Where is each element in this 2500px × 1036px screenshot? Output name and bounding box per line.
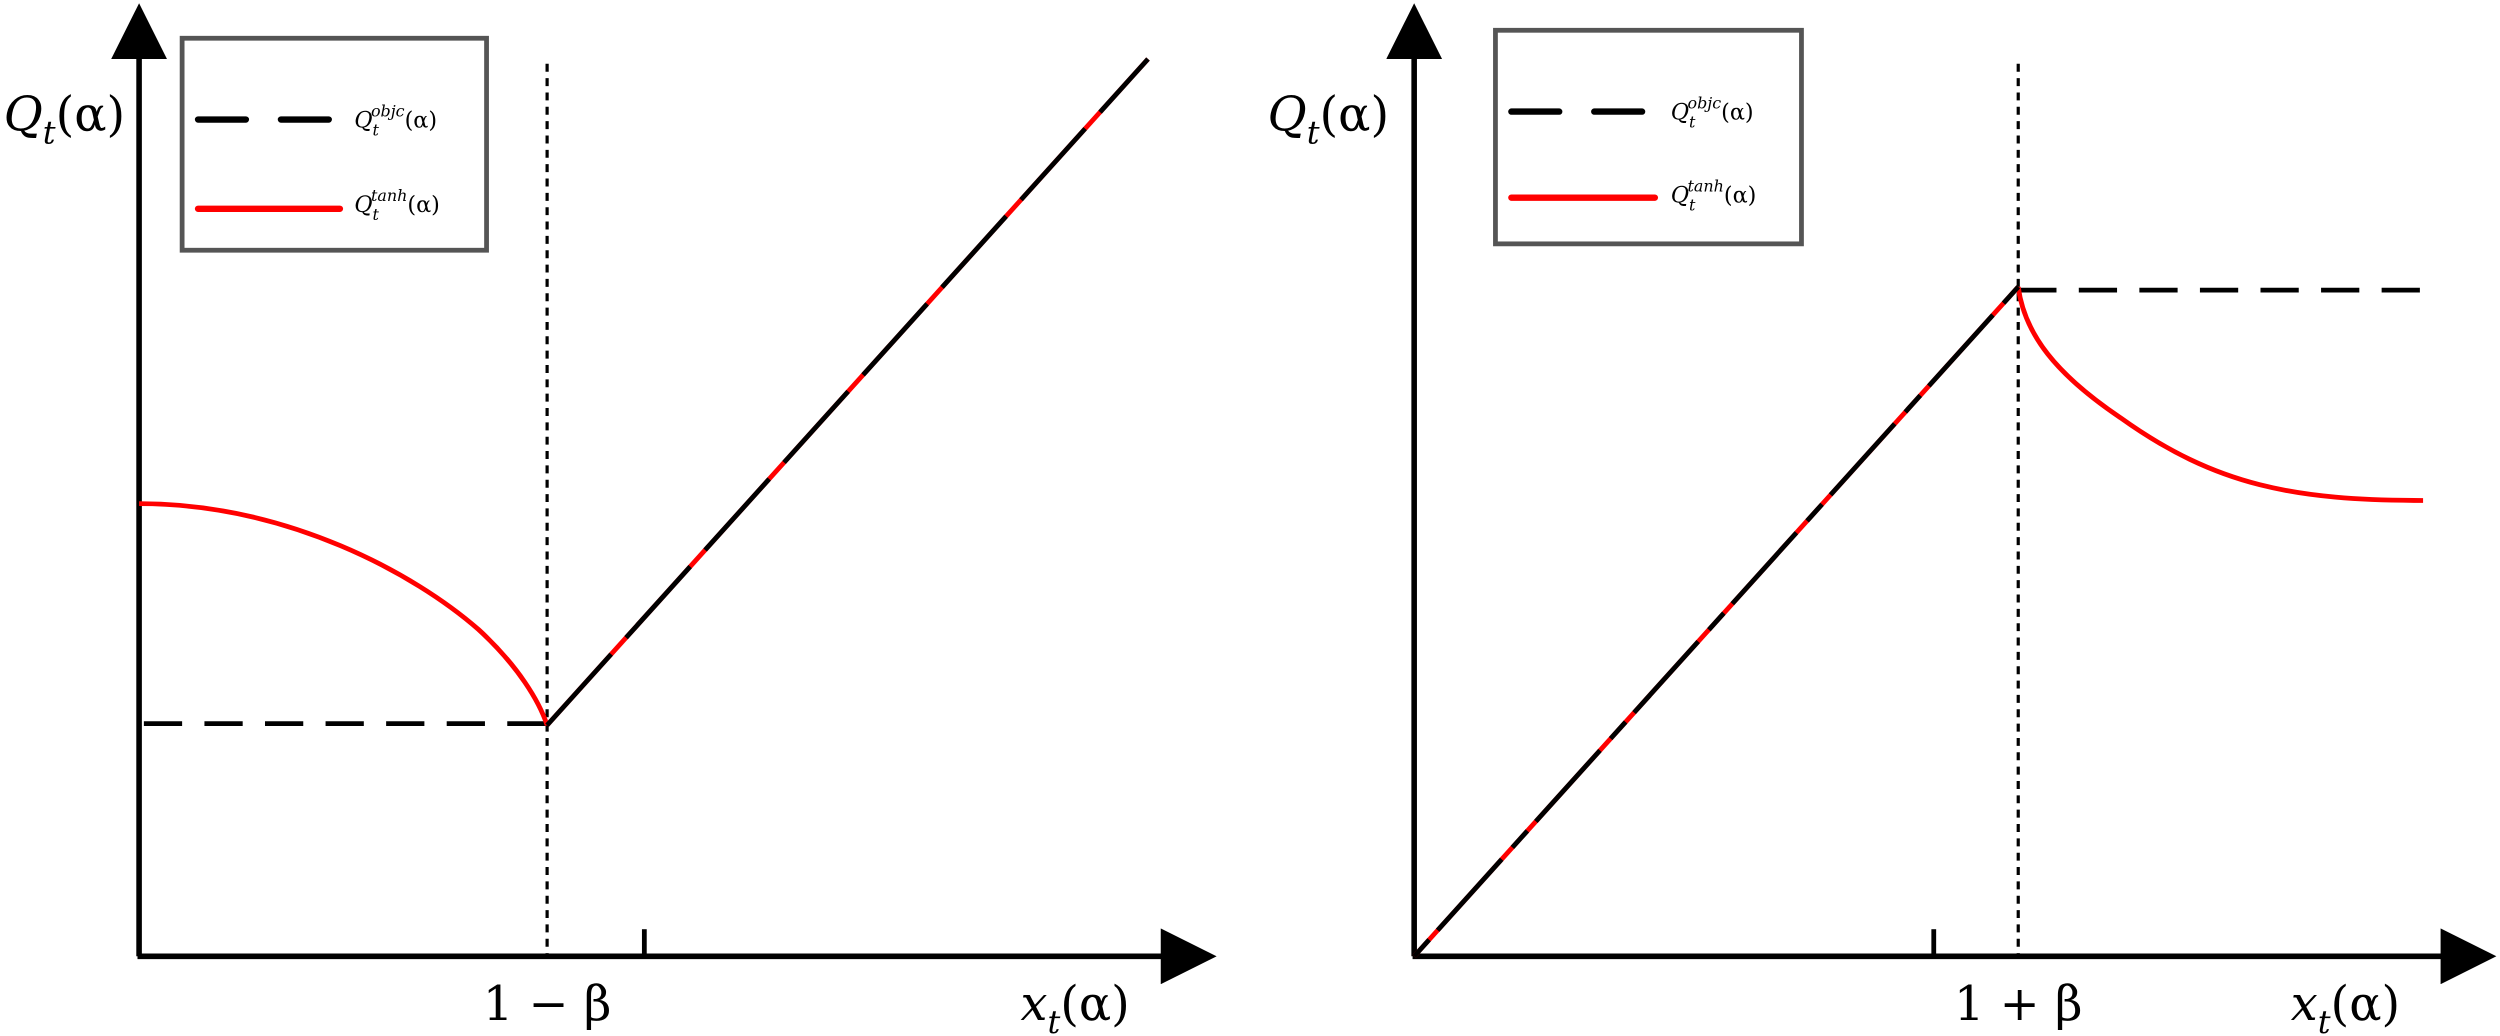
- right-panel: Qt(α) xt(α) 1 + β Qtobjc(α) Qttanh(α): [1268, 3, 2497, 1036]
- left-y-label: Qt(α): [4, 88, 126, 152]
- left-legend: Qtobjc(α) Qttanh(α): [179, 35, 489, 253]
- legend-objc-label: Qtobjc(α): [1671, 93, 1754, 131]
- right-x-label: xt(α): [2291, 977, 2400, 1036]
- left-x-tick-label: 1 − β: [483, 977, 611, 1032]
- right-legend: Qtobjc(α) Qttanh(α): [1493, 27, 1804, 247]
- right-x-tick-label: 1 + β: [1954, 977, 2082, 1032]
- legend-objc-label: Qtobjc(α): [354, 101, 437, 139]
- left-panel: Qt(α) xt(α) 1 − β Qtobjc(α) Qttanh(α): [4, 3, 1217, 1036]
- right-tanh-curve: [2015, 286, 2424, 503]
- legend-tanh-label: Qttanh(α): [354, 186, 440, 224]
- left-objc-diagonal: [545, 57, 1150, 727]
- left-tanh-curve: [139, 501, 550, 726]
- right-objc-diagonal: [1412, 285, 2021, 958]
- left-x-label: xt(α): [1020, 977, 1129, 1036]
- legend-tanh-label: Qttanh(α): [1671, 176, 1757, 214]
- right-y-label: Qt(α): [1268, 88, 1390, 152]
